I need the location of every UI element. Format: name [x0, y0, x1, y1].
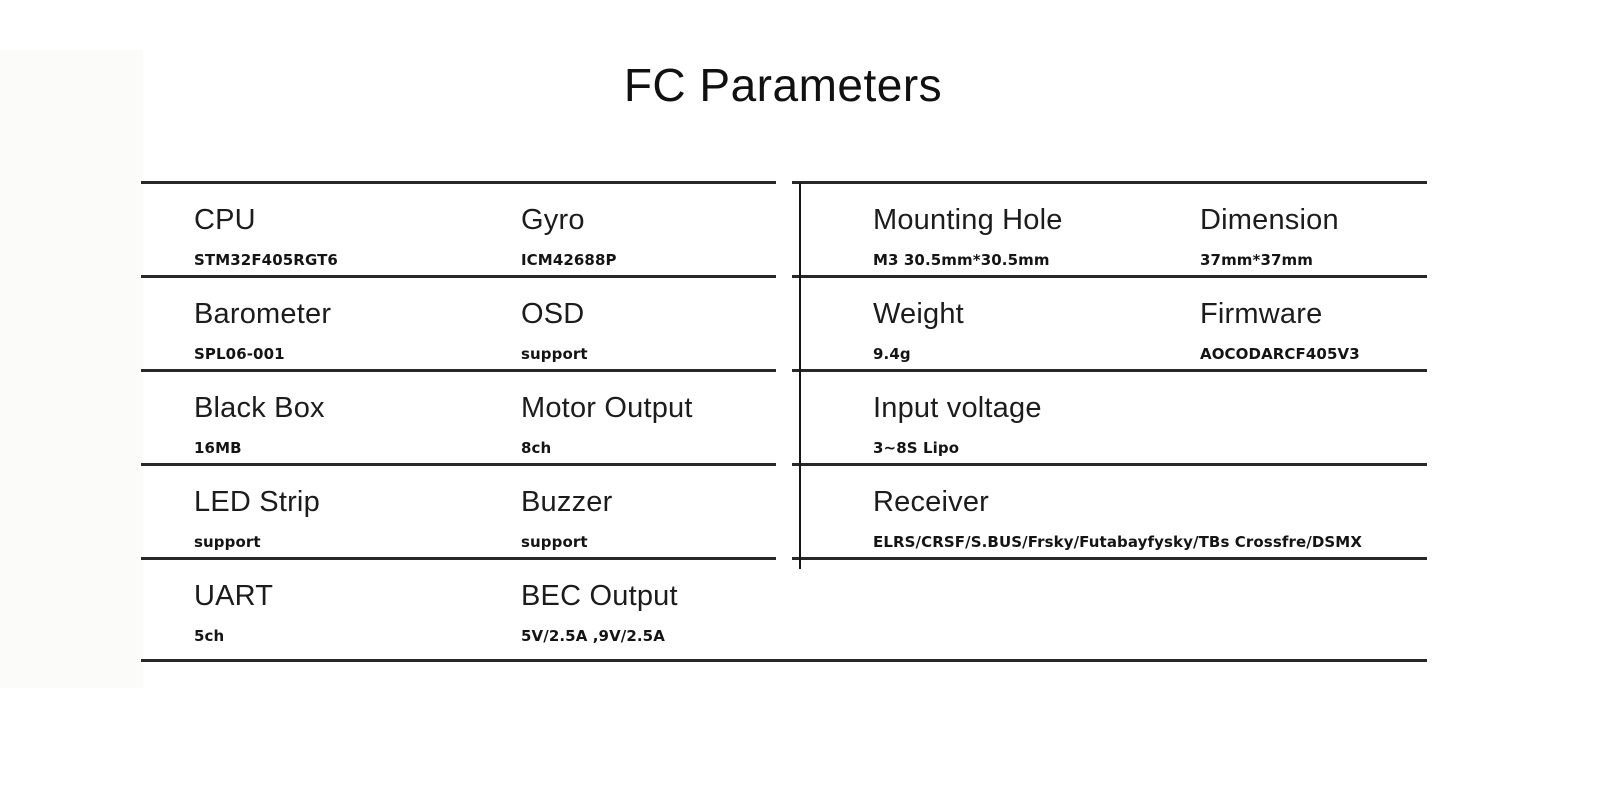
- table-row: Receiver ELRS/CRSF/S.BUS/Frsky/Futabayfy…: [792, 463, 1427, 557]
- spec-label: Motor Output: [521, 392, 693, 424]
- spec-value: 5ch: [194, 627, 225, 645]
- spec-label: Dimension: [1200, 204, 1339, 236]
- spec-value: SPL06-001: [194, 345, 285, 363]
- table-row: LED Strip support Buzzer support: [141, 463, 776, 557]
- bottom-border-line: [141, 659, 1427, 662]
- spec-label: UART: [194, 580, 274, 612]
- spec-cell-weight: Weight 9.4g: [873, 278, 1200, 369]
- spec-label: Receiver: [873, 486, 990, 518]
- right-spec-table: Mounting Hole M3 30.5mm*30.5mm Dimension…: [792, 181, 1427, 560]
- spec-label: Firmware: [1200, 298, 1323, 330]
- table-row: Weight 9.4g Firmware AOCODARCF405V3: [792, 275, 1427, 369]
- center-divider-line: [799, 183, 801, 569]
- spec-label: OSD: [521, 298, 585, 330]
- spec-value: STM32F405RGT6: [194, 251, 338, 269]
- table-row: Barometer SPL06-001 OSD support: [141, 275, 776, 369]
- spec-cell-input-voltage: Input voltage 3~8S Lipo: [873, 372, 1427, 463]
- spec-value: ICM42688P: [521, 251, 617, 269]
- table-row: UART 5ch BEC Output 5V/2.5A ,9V/2.5A: [141, 557, 776, 659]
- spec-value: 3~8S Lipo: [873, 439, 960, 457]
- spec-cell-buzzer: Buzzer support: [521, 466, 776, 557]
- spec-value: 9.4g: [873, 345, 911, 363]
- spec-cell-firmware: Firmware AOCODARCF405V3: [1200, 278, 1427, 369]
- spec-value: support: [521, 533, 588, 551]
- spec-value: support: [194, 533, 261, 551]
- spec-label: BEC Output: [521, 580, 678, 612]
- spec-label: Gyro: [521, 204, 585, 236]
- spec-cell-blackbox: Black Box 16MB: [194, 372, 521, 463]
- spec-label: Input voltage: [873, 392, 1042, 424]
- spec-label: Mounting Hole: [873, 204, 1063, 236]
- spec-label: Barometer: [194, 298, 332, 330]
- spec-cell-uart: UART 5ch: [194, 560, 521, 659]
- spec-cell-barometer: Barometer SPL06-001: [194, 278, 521, 369]
- spec-label: Buzzer: [521, 486, 613, 518]
- spec-cell-dimension: Dimension 37mm*37mm: [1200, 184, 1427, 275]
- spec-cell-bec-output: BEC Output 5V/2.5A ,9V/2.5A: [521, 560, 776, 659]
- table-row: CPU STM32F405RGT6 Gyro ICM42688P: [141, 181, 776, 275]
- spec-label: LED Strip: [194, 486, 320, 518]
- spec-cell-motor-output: Motor Output 8ch: [521, 372, 776, 463]
- spec-cell-mounting-hole: Mounting Hole M3 30.5mm*30.5mm: [873, 184, 1200, 275]
- spec-cell-receiver: Receiver ELRS/CRSF/S.BUS/Frsky/Futabayfy…: [873, 466, 1427, 557]
- spec-value: AOCODARCF405V3: [1200, 345, 1360, 363]
- spec-cell-cpu: CPU STM32F405RGT6: [194, 184, 521, 275]
- spec-label: CPU: [194, 204, 256, 236]
- table-row: Black Box 16MB Motor Output 8ch: [141, 369, 776, 463]
- spec-cell-led-strip: LED Strip support: [194, 466, 521, 557]
- spec-value: 8ch: [521, 439, 552, 457]
- spec-value: 16MB: [194, 439, 242, 457]
- table-row: Mounting Hole M3 30.5mm*30.5mm Dimension…: [792, 181, 1427, 275]
- page-title: FC Parameters: [623, 59, 943, 111]
- spec-cell-gyro: Gyro ICM42688P: [521, 184, 776, 275]
- table-row: Input voltage 3~8S Lipo: [792, 369, 1427, 463]
- left-spec-table: CPU STM32F405RGT6 Gyro ICM42688P Baromet…: [141, 181, 776, 659]
- spec-value: support: [521, 345, 588, 363]
- spec-value: ELRS/CRSF/S.BUS/Frsky/Futabayfysky/TBs C…: [873, 533, 1362, 551]
- spec-value: 37mm*37mm: [1200, 251, 1314, 269]
- left-edge-shading: [0, 50, 143, 688]
- spec-cell-osd: OSD support: [521, 278, 776, 369]
- spec-value: 5V/2.5A ,9V/2.5A: [521, 627, 665, 645]
- spec-value: M3 30.5mm*30.5mm: [873, 251, 1050, 269]
- spec-label: Weight: [873, 298, 964, 330]
- spec-label: Black Box: [194, 392, 325, 424]
